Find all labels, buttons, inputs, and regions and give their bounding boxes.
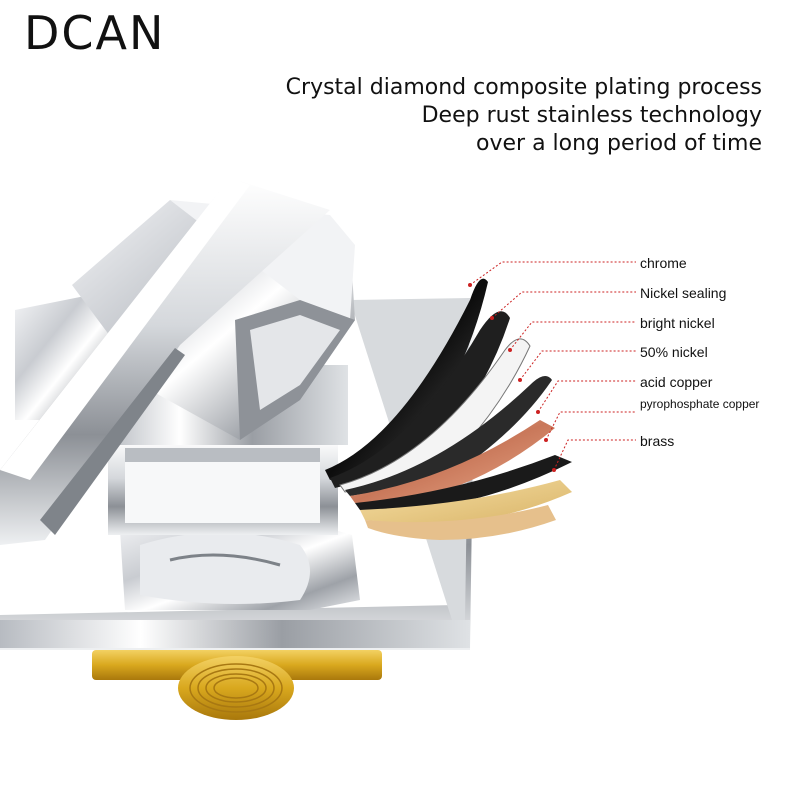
layer-label-brass: brass <box>640 433 675 449</box>
headline-line-2: Deep rust stainless technology <box>421 103 762 128</box>
layer-label-acid-copper: acid copper <box>640 374 713 390</box>
plating-layers <box>325 278 572 540</box>
layer-label-chrome: chrome <box>640 255 687 271</box>
layer-label-nickel-sealing: Nickel sealing <box>640 285 727 301</box>
leader-lines <box>469 261 636 471</box>
brass-thread-base <box>92 650 382 720</box>
headline-line-1: Crystal diamond composite plating proces… <box>285 75 762 100</box>
leader-dots <box>468 283 556 472</box>
brand-logo: DCAN <box>24 6 166 60</box>
layer-label-bright-nickel: bright nickel <box>640 315 715 331</box>
layer-label-50-nickel: 50% nickel <box>640 344 708 360</box>
chrome-cartridge-lower <box>120 520 360 610</box>
headline-line-3: over a long period of time <box>476 131 762 156</box>
chrome-lever <box>0 178 330 545</box>
layer-label-pyrophosphate-copper: pyrophosphate copper <box>640 397 760 411</box>
headline: Crystal diamond composite plating proces… <box>286 74 762 158</box>
